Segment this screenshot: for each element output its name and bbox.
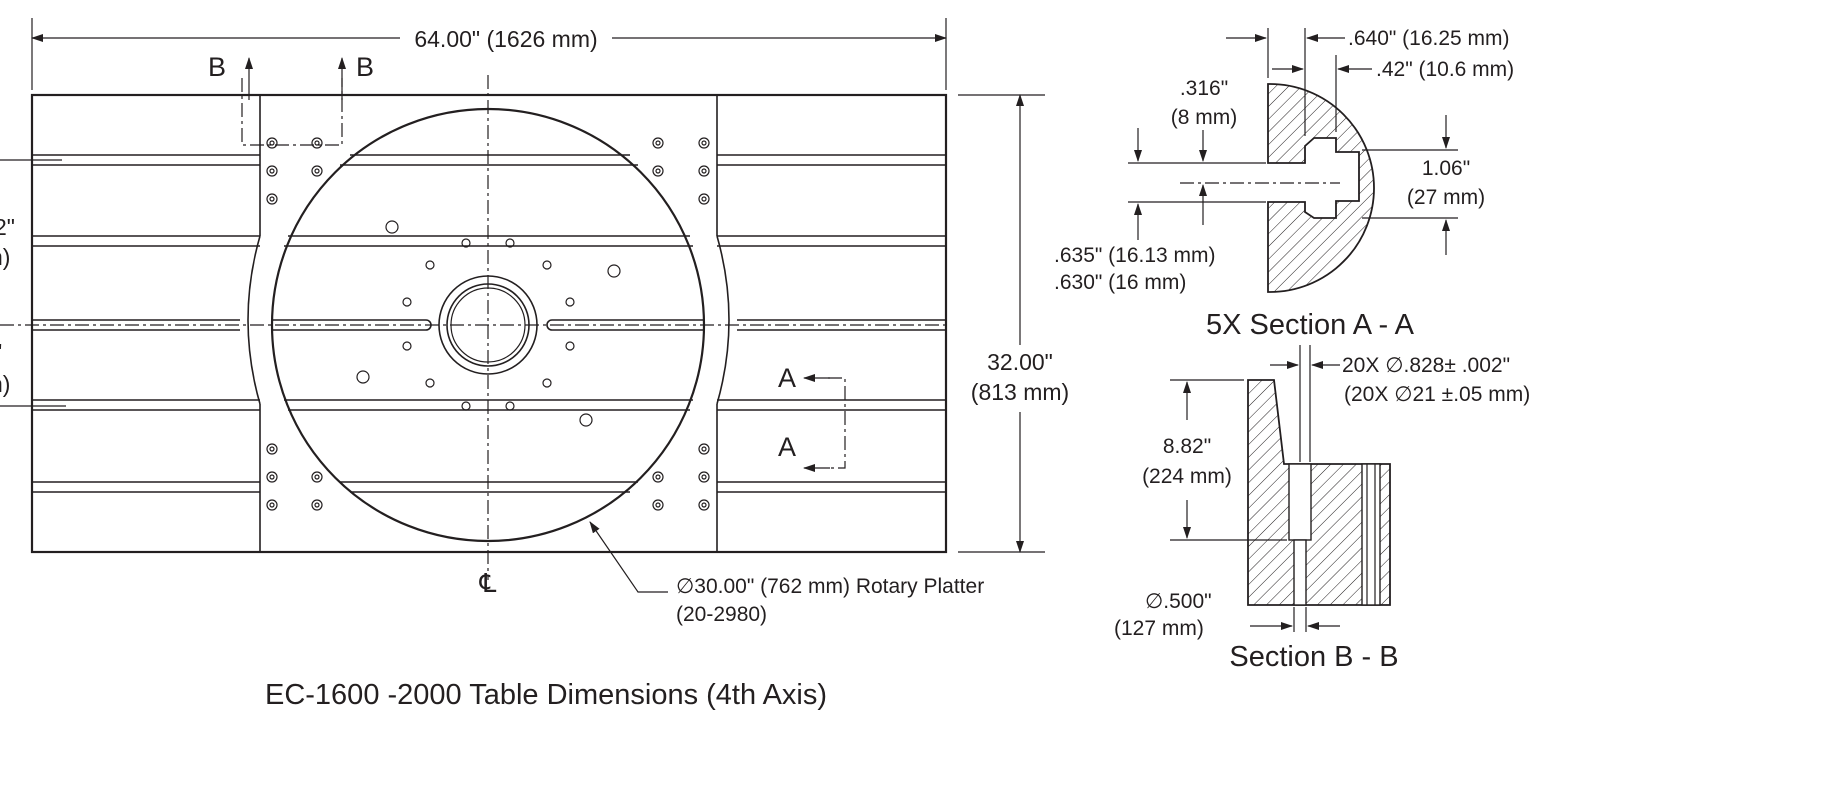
section-a-profile bbox=[1267, 83, 1375, 293]
section-b-marker-left: B bbox=[208, 52, 226, 82]
left-lower-mm: n) bbox=[0, 371, 10, 397]
section-b-hole-inch: 20X ∅.828± .002" bbox=[1342, 354, 1510, 377]
section-a-marker-top: A bbox=[778, 363, 796, 393]
left-upper-inch: 2" bbox=[0, 214, 15, 240]
section-a-dim-630: .630" (16 mm) bbox=[1054, 271, 1186, 294]
section-a-dim-316-inch: .316" bbox=[1180, 77, 1228, 100]
left-lower-inch: " bbox=[0, 339, 2, 365]
centerline-symbol: ℄ bbox=[479, 568, 497, 598]
mounting-holes bbox=[266, 137, 710, 511]
section-b-dia-inch: ∅.500" bbox=[1145, 590, 1212, 613]
platter-part-number: (20-2980) bbox=[676, 603, 767, 626]
section-a-dim-42: .42" (10.6 mm) bbox=[1376, 58, 1514, 81]
table-outline bbox=[30, 93, 948, 554]
left-cropped-dimensions: 2" n) " n) bbox=[0, 159, 66, 407]
height-inch-label: 32.00" bbox=[987, 349, 1053, 375]
section-b-marker-right: B bbox=[356, 52, 374, 82]
width-label: 64.00" (1626 mm) bbox=[414, 26, 597, 52]
left-upper-mm: n) bbox=[0, 244, 10, 270]
height-mm-label: (813 mm) bbox=[971, 379, 1069, 405]
section-a-dim-640: .640" (16.25 mm) bbox=[1348, 27, 1510, 50]
section-a-detail: .640" (16.25 mm) .42" (10.6 mm) .316" (8… bbox=[1054, 27, 1514, 341]
section-b-detail: 20X ∅.828± .002" (20X ∅21 ±.05 mm) 8.82"… bbox=[1114, 345, 1530, 673]
section-b-dia-mm: (127 mm) bbox=[1114, 617, 1204, 640]
t-slots-left bbox=[32, 154, 260, 493]
section-a-dim-106-mm: (27 mm) bbox=[1407, 186, 1485, 209]
t-slots-right bbox=[717, 154, 946, 493]
drawing-title: EC-1600 -2000 Table Dimensions (4th Axis… bbox=[265, 679, 827, 711]
section-b-title: Section B - B bbox=[1229, 641, 1398, 673]
section-a-dim-106-inch: 1.06" bbox=[1422, 157, 1470, 180]
platter-leader: ∅30.00" (762 mm) Rotary Platter (20-2980… bbox=[589, 521, 984, 626]
height-dimension: 32.00" (813 mm) bbox=[958, 94, 1069, 553]
section-a-cut-line: A A bbox=[778, 363, 846, 472]
section-a-title: 5X Section A - A bbox=[1206, 309, 1415, 341]
section-a-dim-635: .635" (16.13 mm) bbox=[1054, 244, 1216, 267]
table-plan-view bbox=[0, 75, 948, 580]
section-b-hole-mm: (20X ∅21 ±.05 mm) bbox=[1344, 383, 1530, 406]
section-b-depth-inch: 8.82" bbox=[1163, 435, 1211, 458]
width-dimension: 64.00" (1626 mm) bbox=[31, 18, 947, 90]
section-b-depth-mm: (224 mm) bbox=[1142, 465, 1232, 488]
platter-label: ∅30.00" (762 mm) Rotary Platter bbox=[676, 575, 984, 598]
section-b-profile bbox=[1247, 379, 1391, 606]
section-b-cut-line: B B bbox=[208, 52, 374, 146]
section-a-marker-bottom: A bbox=[778, 432, 796, 462]
section-a-dim-316-mm: (8 mm) bbox=[1171, 106, 1238, 129]
